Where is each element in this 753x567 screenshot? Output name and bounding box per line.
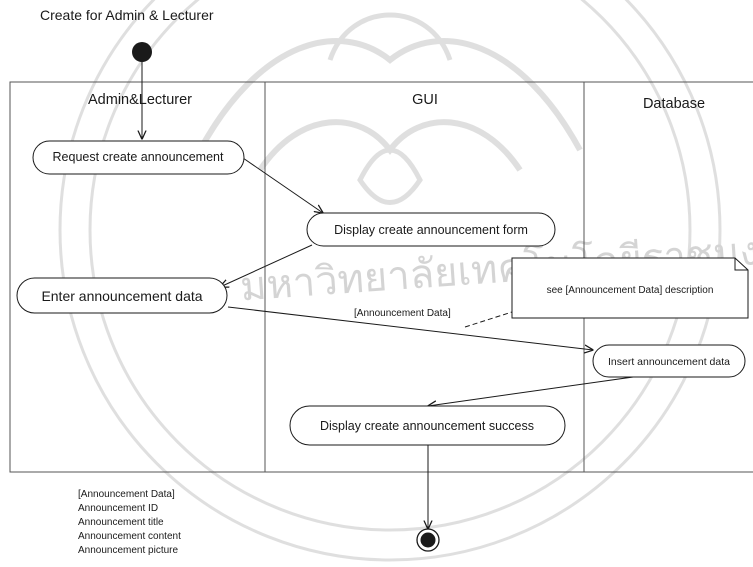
- activity-display-create-announcement-form: Display create announcement form: [306, 212, 556, 247]
- data-object-line: Announcement ID: [78, 503, 158, 514]
- activity-label: Insert announcement data: [608, 356, 730, 368]
- swimlane-header-gui: GUI: [412, 92, 438, 108]
- control-flows: [142, 62, 641, 529]
- swimlane-header-admin: Admin&Lecturer: [88, 92, 192, 108]
- flow-request-to-form: [242, 157, 323, 213]
- data-object-line: Announcement title: [78, 517, 164, 528]
- note-text: see [Announcement Data] description: [547, 285, 714, 296]
- activity-insert-announcement-data: Insert announcement data: [592, 344, 746, 378]
- activity-display-create-announcement-success: Display create announcement success: [289, 405, 566, 446]
- flow-form-to-enter: [220, 244, 313, 287]
- activity-label: Display create announcement form: [334, 223, 528, 237]
- note-announcement-data: see [Announcement Data] description: [511, 257, 749, 319]
- activity-request-create-announcement: Request create announcement: [32, 140, 245, 175]
- initial-node: [132, 42, 152, 62]
- activity-label: Display create announcement success: [320, 419, 534, 433]
- swimlane-header-database: Database: [643, 96, 705, 112]
- note-anchor-line: [464, 311, 513, 328]
- flow-enter-to-insert: [227, 306, 593, 350]
- activity-label: Request create announcement: [53, 150, 224, 164]
- activity-label: Enter announcement data: [41, 288, 202, 304]
- data-object-line: Announcement picture: [78, 545, 179, 556]
- data-object-description: [Announcement Data] Announcement ID Anno…: [78, 489, 181, 556]
- activity-enter-announcement-data: Enter announcement data: [16, 277, 228, 314]
- flow-insert-to-success: [428, 375, 641, 406]
- final-node: [416, 528, 440, 552]
- diagram-title: Create for Admin & Lecturer: [40, 7, 214, 23]
- data-object-line: [Announcement Data]: [78, 489, 175, 500]
- flow-label: [Announcement Data]: [354, 308, 451, 319]
- data-object-line: Announcement content: [78, 531, 181, 542]
